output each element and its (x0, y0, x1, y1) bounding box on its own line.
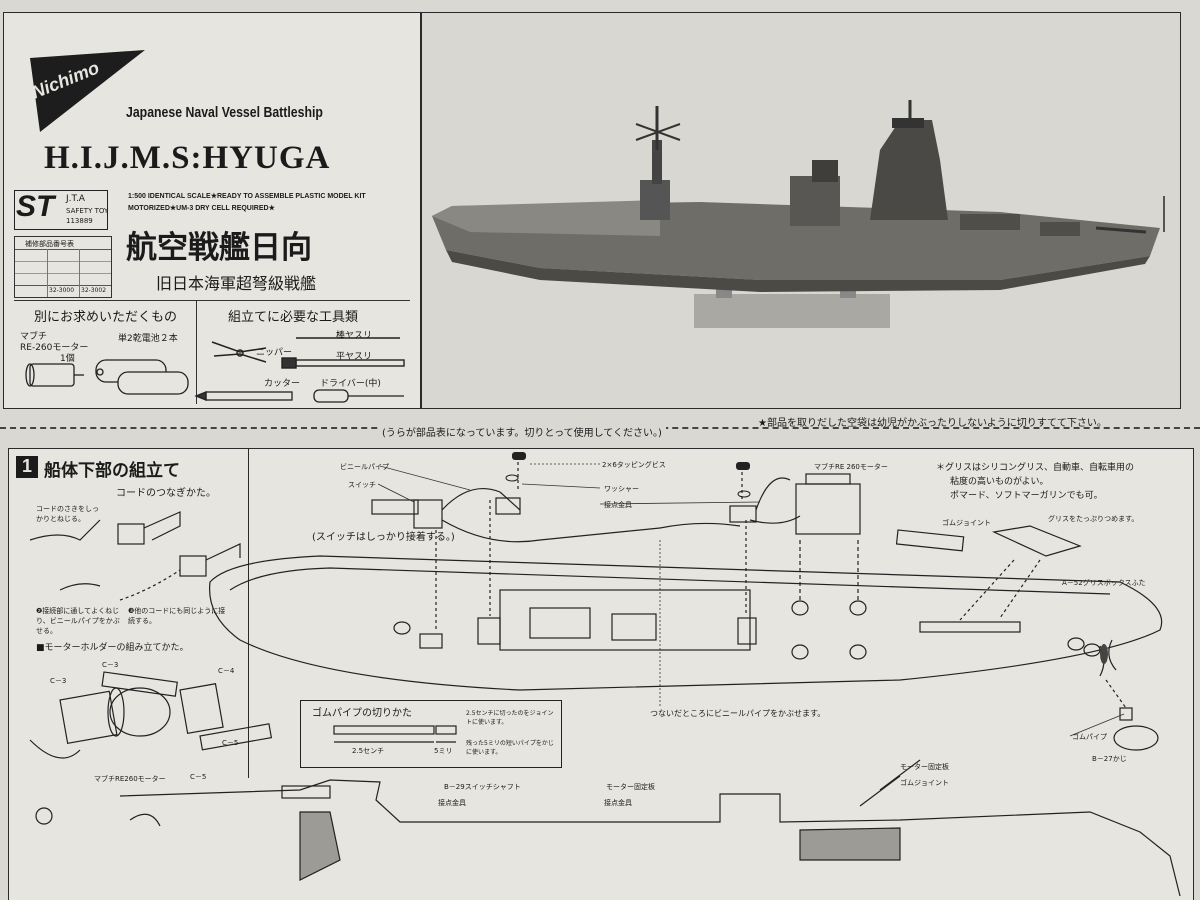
label-rubber-joint: ゴムジョイント (942, 519, 991, 527)
subtitle: Japanese Naval Vessel Battleship (126, 104, 323, 121)
tool-nipper: ニッパー (256, 348, 293, 358)
cord-step-3: ❸他のコードにも同じように接続する。 (128, 607, 226, 625)
label-switch-shaft: B－29スイッチシャフト (444, 783, 521, 791)
motor-maker: マブチ (20, 332, 48, 342)
cut-line-note: (うらが部品表になっています。切りとって使用してください。) (378, 424, 666, 439)
label-grease-box: A－52グリスボックスふた (1062, 579, 1146, 587)
jp-subtitle: 旧日本海軍超弩級戦艦 (156, 274, 317, 293)
motor-qty: 1個 (60, 354, 75, 364)
grease-note-3: ポマード、ソフトマーガリンでも可。 (950, 491, 1103, 501)
holder-motor-label: マブチRE260モーター (94, 775, 166, 783)
tools-title: 組立てに必要な工具類 (228, 310, 359, 325)
safety-warning: ★部品を取りだした空袋は幼児がかぶったりしないように切りすてて下さい。 (758, 418, 1107, 429)
cord-step-2: ❷接続部に通してよくねじり、ビニールパイプをかぶせる。 (36, 607, 120, 635)
parts-table-title: 補修部品番号表 (25, 240, 74, 248)
label-contact: 接点金具 (604, 799, 632, 807)
cord-title: コードのつなぎかた。 (116, 488, 216, 499)
rp-note-1: 2.5センチに切ったのをジョイントに使います。 (466, 710, 554, 726)
holder-title: ■モーターホルダーの組み立てかた。 (36, 643, 189, 653)
parts-number: 32-3000 (49, 287, 75, 294)
label-rudder: B－27かじ (1092, 755, 1127, 763)
label-vinyl-pipe: ビニールパイプ (340, 463, 389, 471)
page-title: H.I.J.M.S:HYUGA (44, 140, 331, 176)
label-switch: スイッチ (348, 481, 376, 489)
part-label: C－3 (102, 661, 119, 669)
motor-model: RE-260モーター (20, 343, 89, 353)
rubber-pipe-title: ゴムパイプの切りかた (312, 708, 412, 719)
label-washer: ワッシャー (604, 485, 639, 493)
connect-note: つないだところにビニールパイプをかぶせます。 (650, 709, 826, 718)
specs-line-2: MOTORIZED★UM-3 DRY CELL REQUIRED★ (128, 205, 275, 212)
label-contact: 接点金具 (604, 501, 632, 509)
part-label: C－3 (50, 677, 67, 685)
label-rubber-joint: ゴムジョイント (900, 779, 949, 787)
parts-table: 補修部品番号表 32-3000 32-3002 (14, 236, 112, 298)
label-rubber-pipe: ゴムパイプ (1072, 733, 1107, 741)
tool-cutter: カッター (264, 379, 301, 389)
label-screw: 2×6タッピングビス (602, 461, 666, 469)
battery-label: 単2乾電池２本 (118, 334, 178, 344)
part-label: C－5 (190, 773, 207, 781)
rubber-pipe-box (300, 700, 562, 768)
tool-driver: ドライバー(中) (320, 379, 381, 389)
st-safety: SAFETY TOY (66, 207, 109, 215)
label-motor-mount: モーター固定板 (900, 763, 949, 771)
st-jta: J.T.A (66, 194, 85, 204)
tool-flat-file: 平ヤスリ (336, 352, 373, 362)
st-number: 113889 (66, 217, 93, 225)
step-number-badge (16, 456, 38, 478)
step-title: 船体下部の組立て (44, 461, 180, 481)
st-mark: ST (16, 190, 55, 223)
label-contact: 接点金具 (438, 799, 466, 807)
parts-number: 32-3002 (81, 287, 107, 294)
part-label: C－5 (222, 739, 239, 747)
part-label: C－4 (218, 667, 235, 675)
rp-note-2: 残った5ミリの短いパイプをかじに使います。 (466, 740, 554, 756)
switch-note: (スイッチはしっかり接着する。) (312, 532, 455, 543)
grease-note-1: ＊グリスはシリコングリス、自動車、自転車用の (936, 463, 1135, 473)
label-motor-mount: モーター固定板 (606, 783, 655, 791)
specs-line-1: 1:500 IDENTICAL SCALE★READY TO ASSEMBLE … (128, 193, 366, 200)
tool-round-file: 棒ヤスリ (336, 331, 373, 341)
model-photo-panel (421, 12, 1181, 409)
separately-title: 別にお求めいただくもの (34, 310, 178, 325)
rp-dim-1: 2.5センチ (352, 747, 385, 755)
cord-note-1: コードのさきをしっかりとねじる。 (36, 505, 99, 523)
rp-dim-2: 5ミリ (434, 747, 453, 755)
label-motor: マブチRE 260モーター (814, 463, 888, 471)
st-mark-box (14, 190, 108, 230)
step-number: 1 (22, 456, 33, 476)
jp-title: 航空戦艦日向 (126, 230, 312, 266)
label-grease-fill: グリスをたっぷりつめます。 (1048, 515, 1139, 523)
step1-panel (8, 448, 1194, 900)
grease-note-2: 粘度の高いものがよい。 (950, 477, 1049, 487)
